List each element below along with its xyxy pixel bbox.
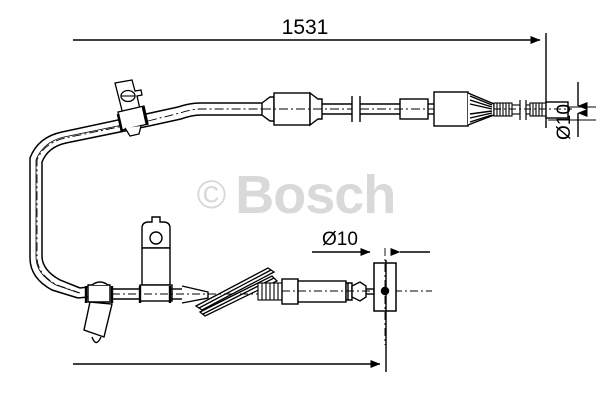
- upper-bracket-bands: [116, 106, 149, 133]
- centerline-bend: [36, 120, 149, 294]
- break-line-upper-2: [519, 100, 527, 120]
- upper-end-eyelet: [526, 101, 569, 119]
- label-diameter-right: Ø10: [554, 104, 575, 140]
- centerline-upper-cable: [147, 108, 262, 122]
- lower-angled-connector: [83, 281, 113, 344]
- upper-spring-coil-1: [493, 102, 520, 117]
- break-line-upper: [351, 96, 361, 122]
- upper-cable-body: [145, 102, 262, 127]
- lower-adjuster-barrel: [281, 278, 374, 305]
- lower-cable-mid: [112, 288, 140, 300]
- upper-bracket-clip: [114, 79, 149, 137]
- lower-taper: [170, 285, 209, 304]
- lower-tab-bracket: [139, 216, 173, 302]
- cable-u-bend: [29, 113, 150, 299]
- cable-bend-inner-line: [35, 119, 148, 294]
- upper-end-housing: [433, 91, 495, 127]
- lower-threaded-coil: [257, 282, 283, 301]
- centerline-lower-cable: [112, 290, 432, 295]
- label-overall-length: 1531: [282, 16, 329, 39]
- label-diameter-lower: Ø10: [322, 229, 358, 250]
